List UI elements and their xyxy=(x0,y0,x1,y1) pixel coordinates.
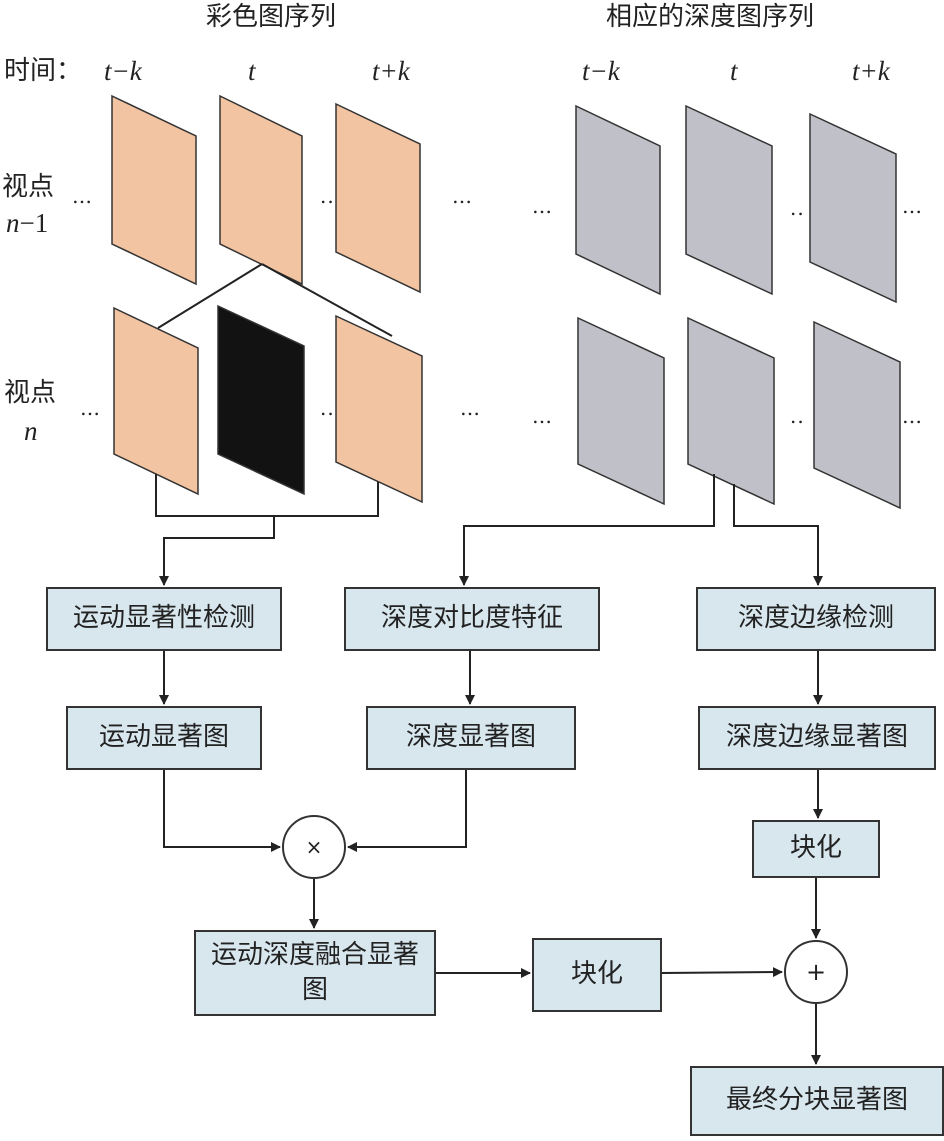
motion-saliency-map-box: 运动显著图 xyxy=(66,706,262,770)
depth-frame-upper-cur xyxy=(685,104,773,296)
to-depth-edge-arrow xyxy=(733,484,823,586)
block-to-add-arrow xyxy=(661,967,783,978)
time-label: 时间： xyxy=(4,56,83,86)
time-mark-color-cur: t xyxy=(248,56,256,86)
ellipsis: … xyxy=(452,184,473,208)
to-depth-contrast-arrow xyxy=(459,474,715,586)
depth-sequence-header: 相应的深度图序列 xyxy=(606,2,815,32)
blocking-box-right: 块化 xyxy=(752,820,880,878)
ellipsis: … xyxy=(532,194,553,218)
depth-contrast-feature-box: 深度对比度特征 xyxy=(344,587,600,651)
ellipsis: … xyxy=(80,396,101,420)
ellipsis: .. xyxy=(790,404,805,428)
view-upper-label: 视点 xyxy=(2,172,55,202)
ellipsis: … xyxy=(902,404,923,428)
time-mark-depth-prev: t−k xyxy=(582,56,620,86)
color-sequence-header: 彩色图序列 xyxy=(206,2,337,32)
view-upper-index: n−1 xyxy=(6,210,48,237)
depth-saliency-map-box: 深度显著图 xyxy=(366,706,576,770)
depth-edge-detection-box: 深度边缘检测 xyxy=(696,587,936,651)
time-mark-color-prev: t−k xyxy=(104,56,142,86)
blocking-box-left: 块化 xyxy=(532,938,662,1012)
view-lower-index: n xyxy=(24,416,38,446)
depth-frame-lower-prev xyxy=(577,316,665,506)
motion-saliency-detection-box: 运动显著性检测 xyxy=(46,587,282,651)
depth-frame-lower-next xyxy=(813,320,901,510)
color-frames-bracket xyxy=(155,474,379,517)
ellipsis: .. xyxy=(320,184,335,208)
color-frame-upper-next xyxy=(335,102,421,294)
ellipsis: … xyxy=(460,396,481,420)
motion-map-to-multiply-arrow xyxy=(163,770,281,852)
ellipsis: .. xyxy=(790,196,805,220)
time-mark-depth-next: t+k xyxy=(852,56,890,86)
color-frame-lower-prev xyxy=(113,306,199,496)
ellipsis: .. xyxy=(320,396,335,420)
color-frame-upper-cur xyxy=(219,94,303,286)
depth-frame-upper-next xyxy=(809,112,897,304)
view-upper-var: n xyxy=(6,208,20,238)
depth-map-to-multiply-arrow xyxy=(347,770,467,852)
depth-frame-lower-cur xyxy=(687,316,775,506)
to-motion-detection-arrow xyxy=(159,516,275,586)
color-frame-upper-prev xyxy=(111,94,197,286)
motion-depth-fusion-map-box: 运动深度融合显著图 xyxy=(194,930,436,1016)
color-frame-lower-cur xyxy=(217,304,305,496)
multiply-operator: × xyxy=(282,815,346,879)
view-lower-label: 视点 xyxy=(4,378,57,408)
ellipsis: … xyxy=(902,194,923,218)
motion-vector-line xyxy=(261,263,393,337)
time-mark-depth-cur: t xyxy=(730,56,738,86)
ellipsis: … xyxy=(532,404,553,428)
add-operator: + xyxy=(784,940,848,1004)
color-frame-lower-next xyxy=(335,314,423,504)
view-upper-offset: −1 xyxy=(19,208,49,238)
motion-vector-line xyxy=(157,263,263,329)
depth-edge-saliency-map-box: 深度边缘显著图 xyxy=(698,706,936,770)
depth-frame-upper-prev xyxy=(575,104,661,296)
ellipsis: … xyxy=(72,184,93,208)
final-block-saliency-map-box: 最终分块显著图 xyxy=(690,1066,944,1136)
time-mark-color-next: t+k xyxy=(372,56,410,86)
